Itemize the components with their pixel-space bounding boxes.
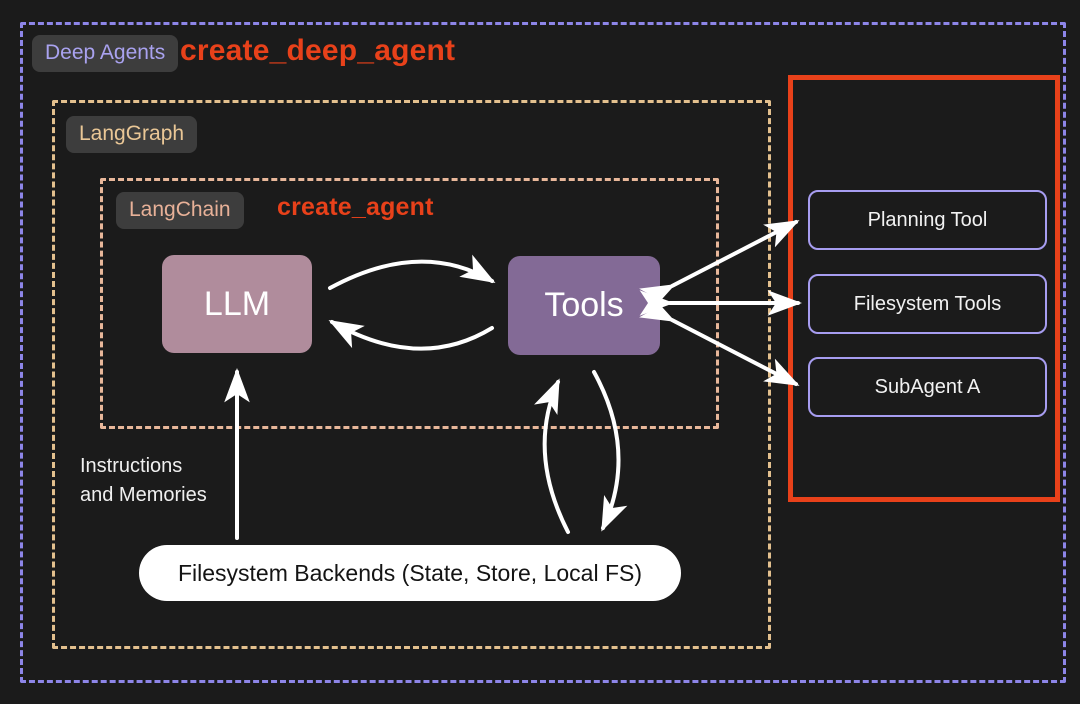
llm-node: LLM	[162, 255, 312, 353]
deep-agents-scope-box	[20, 22, 1066, 683]
deep-agents-label: Deep Agents	[32, 35, 179, 73]
subagent-a-box: SubAgent A	[808, 357, 1047, 417]
create-deep-agent-title: create_deep_agent	[180, 34, 456, 67]
filesystem-backends-box: Filesystem Backends (State, Store, Local…	[139, 545, 681, 601]
langgraph-label: LangGraph	[66, 116, 198, 154]
filesystem-tools-box: Filesystem Tools	[808, 274, 1047, 334]
langchain-label: LangChain	[116, 192, 244, 230]
tools-node: Tools	[508, 256, 660, 355]
create-agent-title: create_agent	[277, 193, 434, 221]
instructions-and-memories-label: Instructions and Memories	[80, 455, 207, 506]
planning-tool-box: Planning Tool	[808, 190, 1047, 250]
